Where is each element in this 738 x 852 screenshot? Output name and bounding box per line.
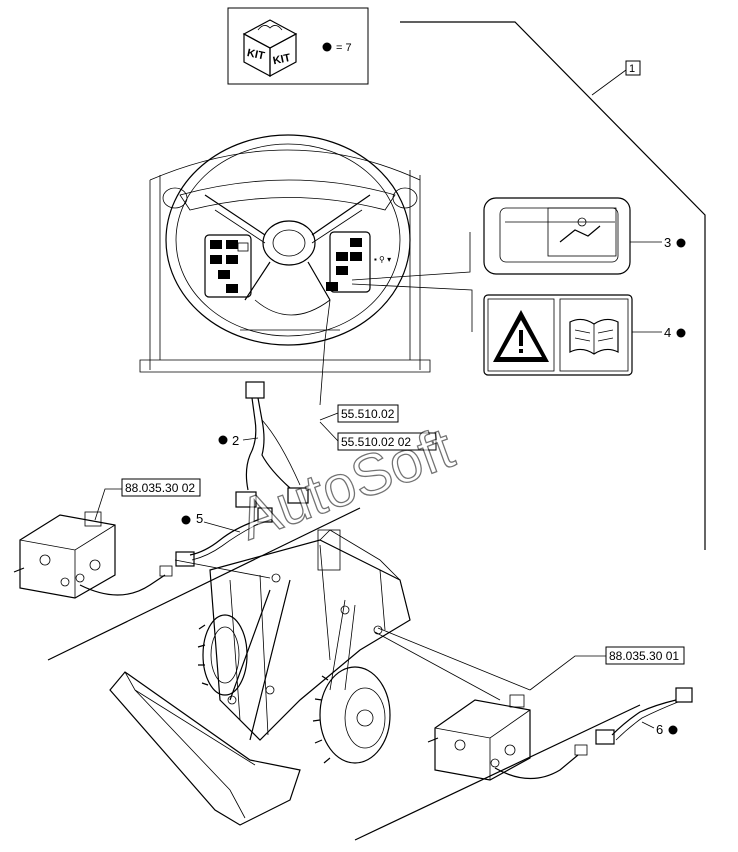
kit-label-left: KIT [246,47,266,62]
right-switch-pad: ▪ ⚲ ▾ [326,231,391,293]
wiring-harness-item-5: 5 [175,507,273,567]
bullet-icon [181,515,191,525]
valve-assembly-right: 88.035.30 01 [427,646,685,781]
valve-assembly-left: 88.035.30 02 [13,478,201,599]
bullet-icon [668,725,678,735]
left-switch-pad [204,234,252,298]
wiring-harness-item-2: 2 [218,381,309,508]
kit-box: KIT KIT = 7 [227,7,369,85]
switch-to-ref-leader [319,299,331,406]
ref-88-035-30-02[interactable]: 88.035.30 02 [125,481,195,495]
bullet-icon [322,42,332,52]
callout-3-label: 3 [664,235,671,250]
ref-88-035-30-01[interactable]: 88.035.30 01 [609,649,679,663]
callout-1-label: 1 [629,63,635,75]
reference-box-group-55: 55.510.02 55.510.02 02 [319,404,437,451]
callout-6-label: 6 [656,722,663,737]
callout-2-label: 2 [232,433,239,448]
kit-label-right: KIT [272,52,292,67]
bullet-icon [218,435,228,445]
ref-55-510-02-02[interactable]: 55.510.02 02 [341,435,411,449]
manual-book-icon [569,318,619,355]
kit-cube-icon: KIT KIT [242,19,298,78]
switch-module-item-3: 3 [483,197,686,275]
bullet-icon [676,328,686,338]
switch-leaders [351,232,473,332]
callout-4-label: 4 [664,325,671,340]
main-assembly-leader: 1 [400,21,706,550]
wiring-harness-item-6: 6 [595,687,693,745]
switch-markings: ▪ ⚲ ▾ [374,255,391,264]
bullet-icon [676,238,686,248]
warning-decal-item-4: 4 [483,294,686,376]
callout-5-label: 5 [196,511,203,526]
steering-wheel-assembly: ▪ ⚲ ▾ [139,134,431,373]
front-loader-assembly [47,507,641,841]
warning-triangle-icon [493,310,549,362]
ref-55-510-02[interactable]: 55.510.02 [341,407,395,421]
kit-quantity: = 7 [336,42,352,54]
